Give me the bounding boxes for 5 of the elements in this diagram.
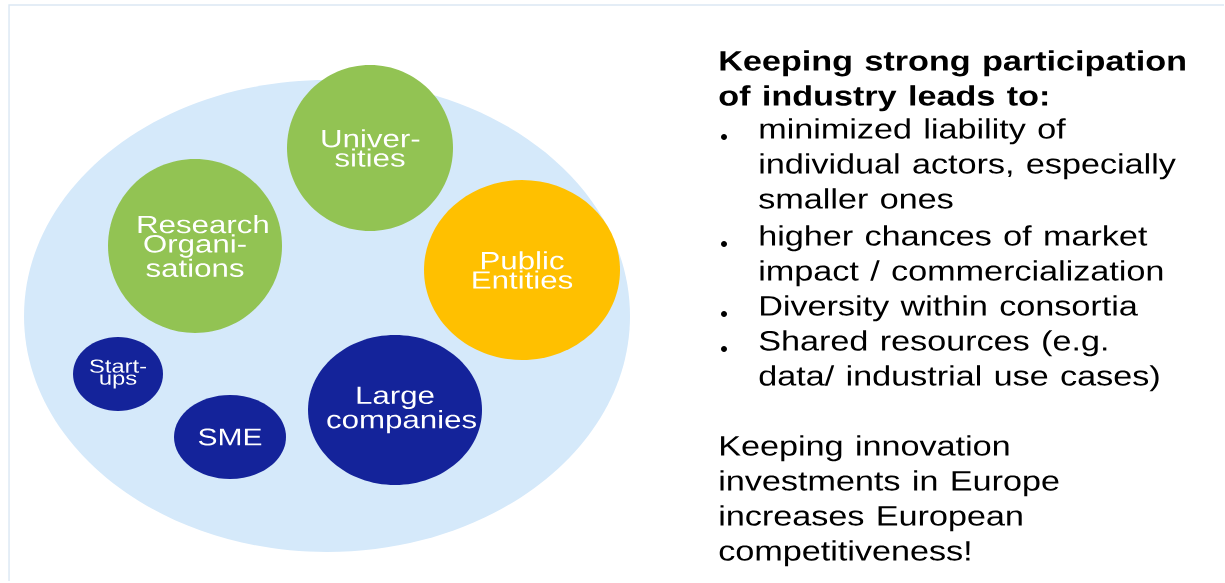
heading: Keeping strong participation of industry leads to:: [719, 50, 1185, 112]
bullet-text: higher chances of market impact / commercialization: [760, 225, 1163, 287]
paragraph: Keeping innovation investments in Europe increases European competitiveness!: [719, 435, 1059, 567]
bullet-text: Shared resources (e.g. data/ industrial use cases): [759, 330, 1159, 392]
bullet-text: Diversity within consortia: [761, 295, 1138, 322]
